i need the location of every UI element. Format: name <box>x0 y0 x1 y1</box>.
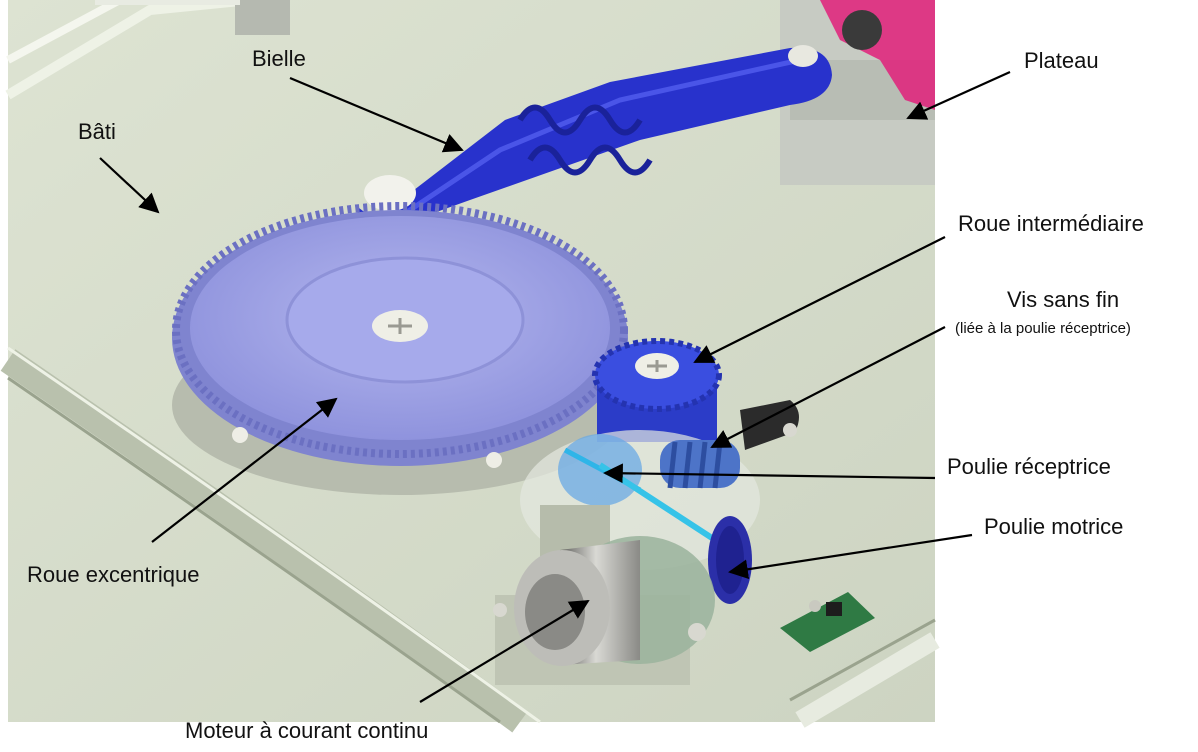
pin <box>486 452 502 468</box>
callout-arrows <box>99 70 1011 703</box>
arrow-roue-excentrique <box>151 397 338 543</box>
label-poulie-motrice: Poulie motrice <box>984 514 1123 539</box>
label-vis-sans-fin-note: (liée à la poulie réceptrice) <box>955 320 1131 337</box>
label-poulie-receptrice: Poulie réceptrice <box>947 454 1111 479</box>
arrow-poulie-receptrice <box>603 463 936 484</box>
label-roue-intermediaire: Roue intermédiaire <box>958 211 1144 236</box>
bielle-part <box>355 45 832 227</box>
cad-render <box>0 0 940 733</box>
frame-rail-edge <box>7 376 501 724</box>
arrow-bielle <box>289 76 464 153</box>
roue-intermediaire-part <box>592 338 722 442</box>
pink-part-pivot <box>842 10 882 50</box>
arrow-vis-sans-fin <box>710 326 946 448</box>
arrow-roue-intermediaire <box>693 236 946 363</box>
label-bielle: Bielle <box>252 46 306 71</box>
top-bracket <box>235 0 290 35</box>
label-plateau: Plateau <box>1024 48 1099 73</box>
arrow-poulie-motrice <box>728 533 973 580</box>
label-moteur: Moteur à courant continu <box>185 718 428 743</box>
frame-rail-right-edge <box>789 618 936 702</box>
arrow-bati <box>99 157 160 214</box>
pin <box>232 427 248 443</box>
pcb-part <box>780 592 875 652</box>
arrow-plateau <box>906 70 1011 120</box>
frame-rail <box>0 349 528 733</box>
label-bati: Bâti <box>78 119 116 144</box>
frame-rail-right <box>795 632 940 728</box>
label-roue-excentrique: Roue excentrique <box>27 562 199 587</box>
moteur-part <box>493 505 715 685</box>
arrow-moteur <box>419 599 590 703</box>
labels: Bielle Plateau Bâti Roue intermédiaire V… <box>27 46 1144 743</box>
label-vis-sans-fin: Vis sans fin <box>1007 287 1119 312</box>
frame-ridge <box>6 0 122 64</box>
roue-excentrique-part <box>172 202 628 495</box>
